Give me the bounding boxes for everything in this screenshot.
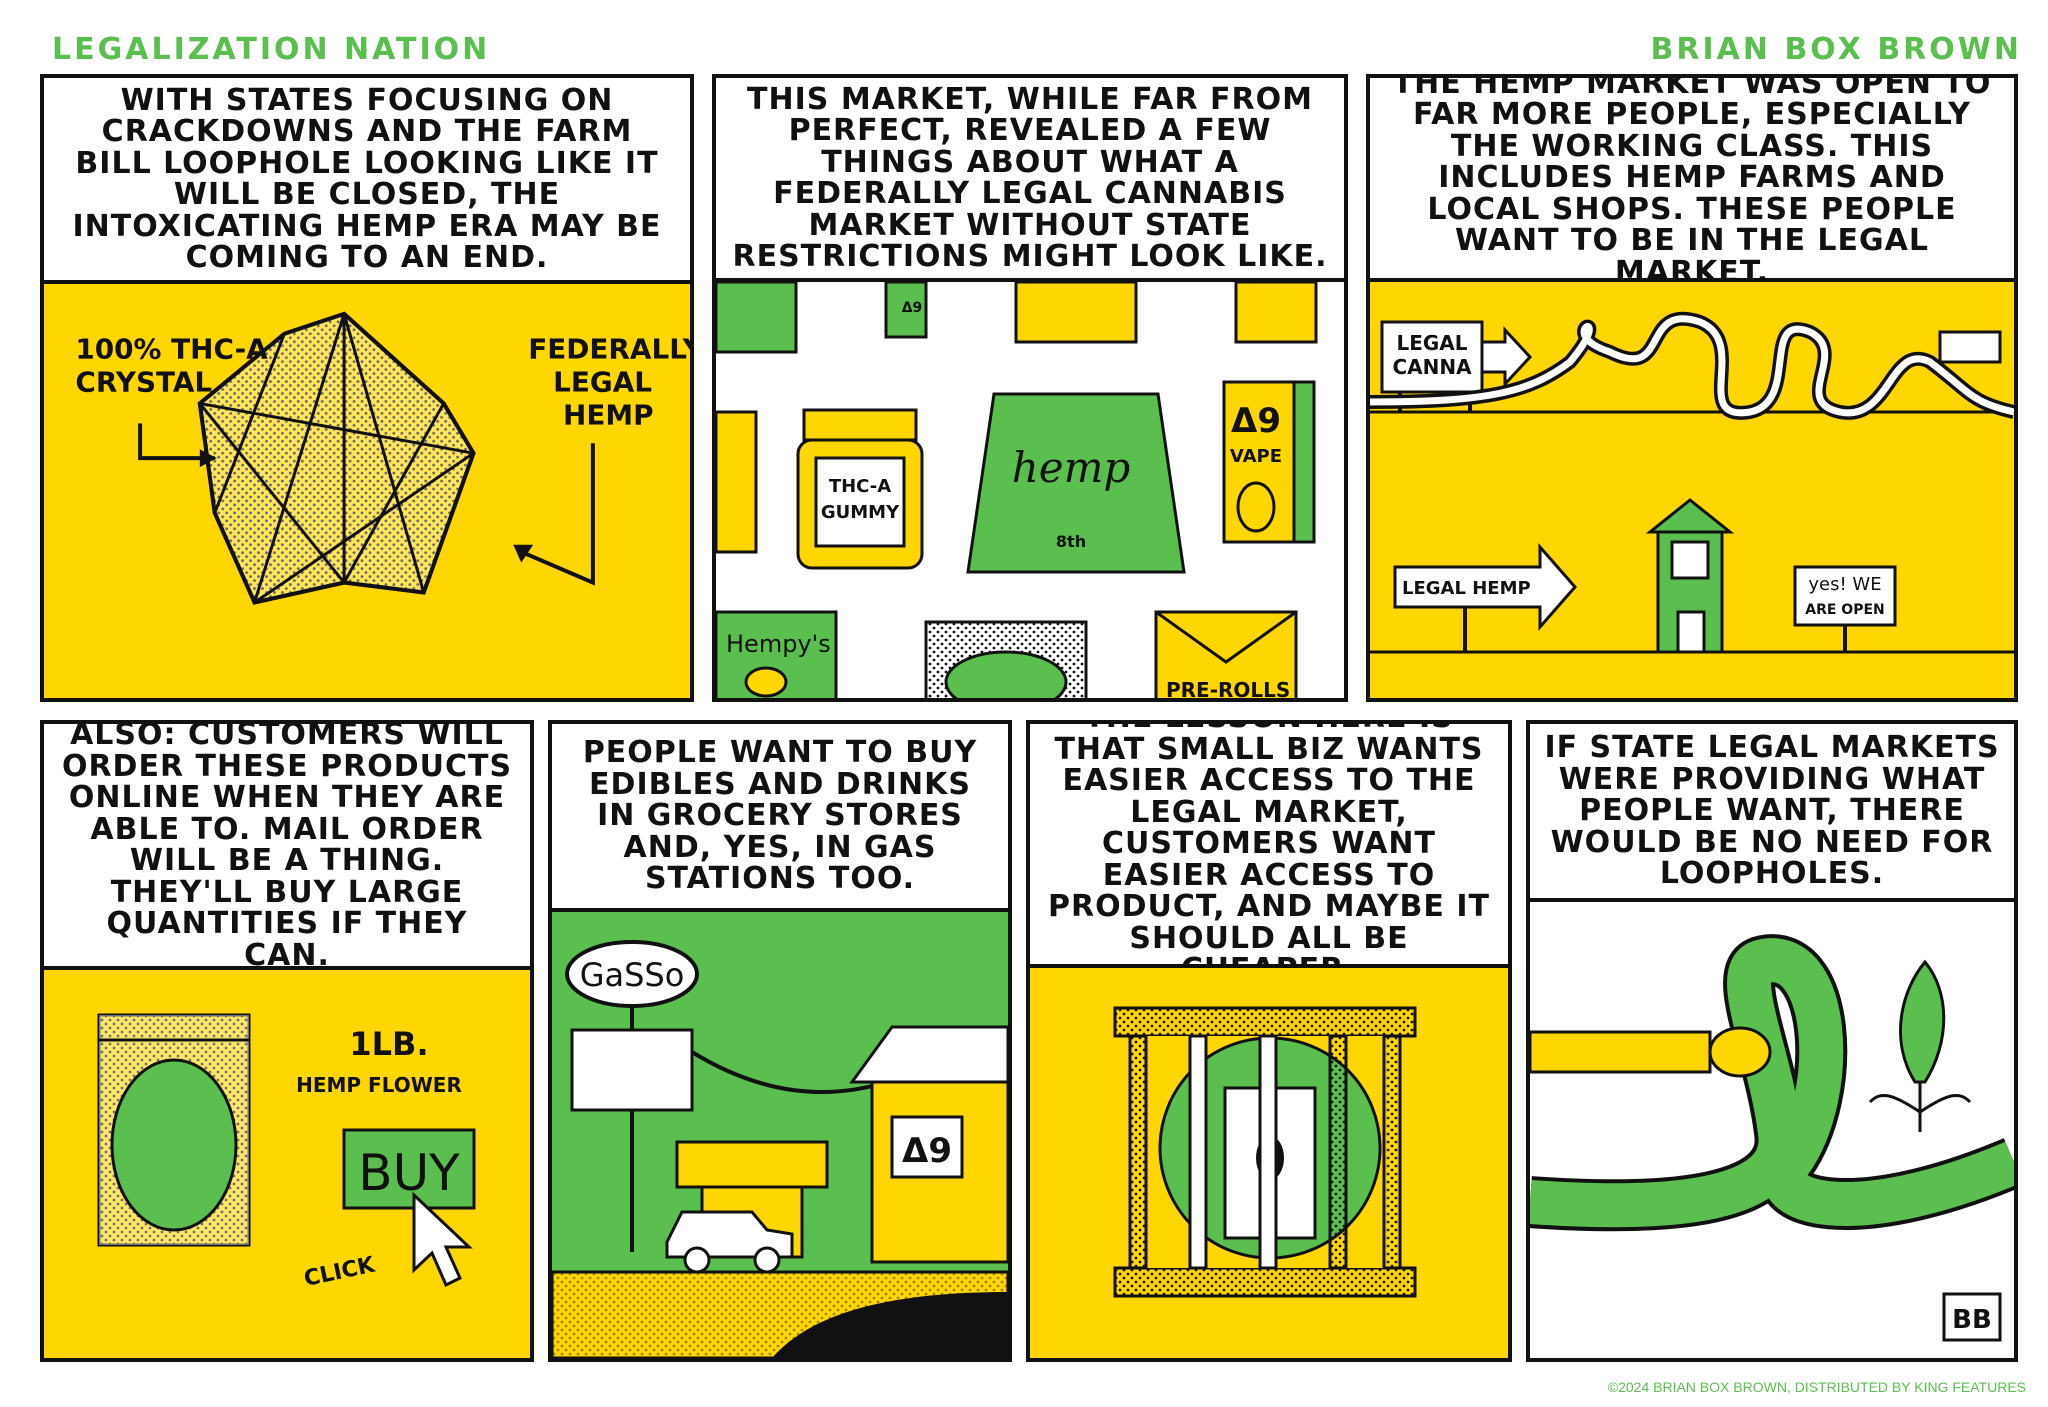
panel-5-art: GaSSo Δ9 [552, 912, 1008, 1358]
canna-label-line2: CANNA [1392, 355, 1472, 379]
panel-6-art [1030, 968, 1508, 1358]
panel-2-caption: THIS MARKET, WHILE FAR FROM PERFECT, REV… [716, 78, 1344, 282]
hempys-box: Hempy's [716, 610, 838, 698]
hempys-label: Hempy's [726, 630, 831, 658]
buy-label: BUY [358, 1144, 460, 1202]
panel-6: THE LESSON HERE IS THAT SMALL BIZ WANTS … [1026, 720, 1512, 1362]
panel-2: THIS MARKET, WHILE FAR FROM PERFECT, REV… [712, 74, 1348, 702]
signature: BB [1952, 1305, 1992, 1335]
panel-3-art: LEGAL CANNA LEGAL HEMP yes! WE [1370, 282, 2014, 698]
signature-box: BB [1942, 1292, 2002, 1342]
hemp-label-line3: HEMP [563, 398, 654, 431]
open-label-line1: yes! WE [1808, 574, 1881, 595]
store-front: Δ9 [849, 1025, 1008, 1264]
panel-5-caption: PEOPLE WANT TO BUY EDIBLES AND DRINKS IN… [552, 724, 1008, 912]
panel-7-caption: IF STATE LEGAL MARKETS WERE PROVIDING WH… [1530, 724, 2014, 902]
vape-label: VAPE [1230, 446, 1282, 467]
flower-bag [924, 620, 1088, 698]
open-sign: yes! WE ARE OPEN [1793, 565, 1897, 652]
vape-delta: Δ9 [1231, 401, 1281, 441]
small-delta: Δ9 [902, 300, 923, 316]
panel-7-art: BB [1530, 902, 2014, 1358]
hemp-shop [1645, 498, 1735, 654]
gas-sign: GaSSo [565, 940, 699, 1252]
panel-3: THE HEMP MARKET WAS OPEN TO FAR MORE PEO… [1366, 74, 2018, 702]
hemp-leaf-icon [1868, 959, 1972, 1132]
comic-author: BRIAN BOX BROWN [1650, 32, 2022, 67]
panel-1: WITH STATES FOCUSING ON CRACKDOWNS AND T… [40, 74, 694, 702]
panel-6-caption: THE LESSON HERE IS THAT SMALL BIZ WANTS … [1030, 724, 1508, 986]
bag-label: hemp [1012, 443, 1131, 492]
car [665, 1210, 794, 1274]
legal-hemp-sign: LEGAL HEMP [1393, 543, 1577, 652]
panel-4-art: 1LB. HEMP FLOWER BUY CLICK [44, 970, 530, 1358]
gummy-label-line1: THC-A [829, 476, 891, 497]
bag-size: 8th [1056, 532, 1086, 551]
gummy-label-line2: GUMMY [821, 502, 900, 523]
flower-label: HEMP FLOWER [296, 1073, 462, 1097]
arm [1530, 1030, 1712, 1074]
hemp-bag: hemp 8th [966, 392, 1186, 574]
copyright: ©2024 BRIAN BOX BROWN, DISTRIBUTED BY KI… [1607, 1379, 2026, 1395]
panel-4-caption: ALSO: CUSTOMERS WILL ORDER THESE PRODUCT… [44, 724, 530, 971]
cursor-icon [412, 1191, 473, 1288]
legal-hemp-label: LEGAL HEMP [1402, 578, 1531, 599]
crystal-label-line2: CRYSTAL [75, 365, 212, 398]
panel-3-caption: THE HEMP MARKET WAS OPEN TO FAR MORE PEO… [1370, 78, 2014, 288]
panel-4: ALSO: CUSTOMERS WILL ORDER THESE PRODUCT… [40, 720, 534, 1362]
gas-sign-label: GaSSo [580, 956, 685, 994]
gummy-jar: THC-A GUMMY [796, 408, 924, 570]
panel-1-caption: WITH STATES FOCUSING ON CRACKDOWNS AND T… [44, 78, 690, 284]
hand [1708, 1026, 1772, 1078]
crystal-arrow [138, 423, 215, 461]
weight-label: 1LB. [349, 1025, 428, 1063]
panel-5: PEOPLE WANT TO BUY EDIBLES AND DRINKS IN… [548, 720, 1012, 1362]
hemp-label-line1: FEDERALLY [528, 333, 690, 366]
panel-7: IF STATE LEGAL MARKETS WERE PROVIDING WH… [1526, 720, 2018, 1362]
panel-2-art: THC-A GUMMY hemp 8th Δ9 VAPE Δ9 Hempy's [716, 282, 1344, 698]
open-label-line2: ARE OPEN [1805, 602, 1885, 618]
hemp-arrow [522, 443, 595, 586]
vape-box: Δ9 VAPE [1222, 380, 1316, 544]
store-delta: Δ9 [902, 1131, 952, 1171]
prerolls-label: PRE-ROLLS [1166, 678, 1290, 698]
hemp-label-line2: LEGAL [553, 365, 652, 398]
legal-canna-sign: LEGAL CANNA [1380, 320, 1533, 412]
cage [1113, 1006, 1417, 1298]
crystal-label-line1: 100% THC-A [75, 333, 268, 366]
prerolls-box: PRE-ROLLS [1154, 610, 1298, 698]
buy-button: BUY [342, 1128, 476, 1210]
canna-label-line1: LEGAL [1396, 331, 1467, 355]
comic-title: LEGALIZATION NATION [52, 32, 491, 67]
thca-crystal [197, 311, 476, 605]
panel-1-art: 100% THC-A CRYSTAL FEDERALLY LEGAL HEMP [44, 284, 690, 698]
flower-bag [97, 1013, 251, 1247]
